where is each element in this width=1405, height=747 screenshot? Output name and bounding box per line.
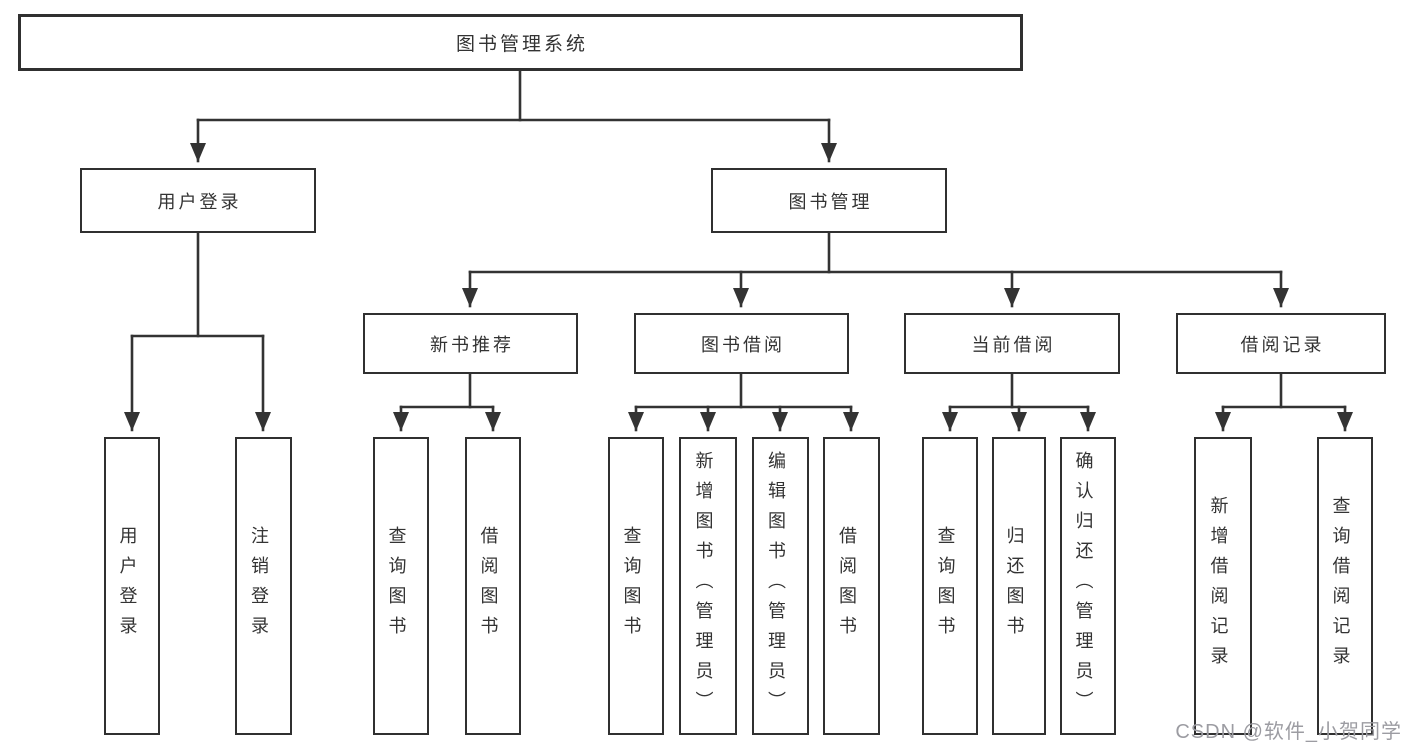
node-leaf-borrow-books-recommend: 借阅图书: [465, 437, 521, 735]
node-leaf-edit-book-admin: 编辑图书（管理员）: [752, 437, 809, 735]
connector-new-book-to-children: [393, 371, 501, 432]
csdn-watermark: CSDN @软件_小贺同学: [1175, 721, 1402, 743]
node-label: 借阅图书: [478, 526, 499, 646]
node-leaf-borrow-books-borrowing: 借阅图书: [823, 437, 880, 735]
node-leaf-add-borrow-record: 新增借阅记录: [1194, 437, 1252, 735]
node-user-login: 用户登录: [80, 168, 316, 233]
node-current-borrowing: 当前借阅: [904, 313, 1120, 374]
node-leaf-query-books-borrowing: 查询图书: [608, 437, 664, 735]
node-leaf-query-borrow-record: 查询借阅记录: [1317, 437, 1373, 735]
node-book-borrowing: 图书借阅: [634, 313, 849, 374]
node-label: 注销登录: [248, 526, 269, 646]
connector-current-borrowing-to-children: [942, 371, 1096, 432]
node-root-library-system: 图书管理系统: [18, 14, 1023, 71]
node-label: 用户登录: [117, 526, 138, 646]
node-book-management: 图书管理: [711, 168, 947, 233]
node-borrow-records: 借阅记录: [1176, 313, 1386, 374]
connector-user-login-to-children: [124, 231, 271, 432]
node-label: 当前借阅: [971, 334, 1056, 355]
node-leaf-query-books-current: 查询图书: [922, 437, 978, 735]
node-leaf-confirm-return-admin: 确认归还（管理员）: [1060, 437, 1116, 735]
node-new-book-recommend: 新书推荐: [363, 313, 578, 374]
node-label: 新增借阅记录: [1208, 496, 1229, 676]
node-label: 查询借阅记录: [1330, 496, 1351, 676]
node-leaf-add-book-admin: 新增图书（管理员）: [679, 437, 737, 735]
node-label: 用户登录: [157, 191, 242, 212]
node-leaf-return-book: 归还图书: [992, 437, 1046, 735]
node-label: 新增图书（管理员）: [693, 451, 714, 721]
node-leaf-query-books-recommend: 查询图书: [373, 437, 429, 735]
node-label: 归还图书: [1004, 526, 1025, 646]
node-label: 借阅记录: [1240, 334, 1325, 355]
node-label: 图书管理: [788, 191, 873, 212]
node-label: 查询图书: [621, 526, 642, 646]
node-label: 新书推荐: [430, 334, 514, 355]
node-leaf-logout: 注销登录: [235, 437, 292, 735]
node-label: 借阅图书: [836, 526, 857, 646]
node-label: 查询图书: [386, 526, 407, 646]
connector-book-management-to-level3: [462, 231, 1289, 308]
node-label: 编辑图书（管理员）: [765, 451, 786, 721]
connector-borrow-records-to-children: [1215, 371, 1353, 432]
connector-root-to-level2: [190, 69, 837, 163]
node-label: 确认归还（管理员）: [1073, 451, 1094, 721]
node-label: 图书管理系统: [455, 34, 588, 55]
node-leaf-user-login: 用户登录: [104, 437, 160, 735]
node-label: 查询图书: [935, 526, 956, 646]
connector-book-borrowing-to-children: [628, 371, 859, 432]
node-label: 图书借阅: [701, 334, 785, 355]
